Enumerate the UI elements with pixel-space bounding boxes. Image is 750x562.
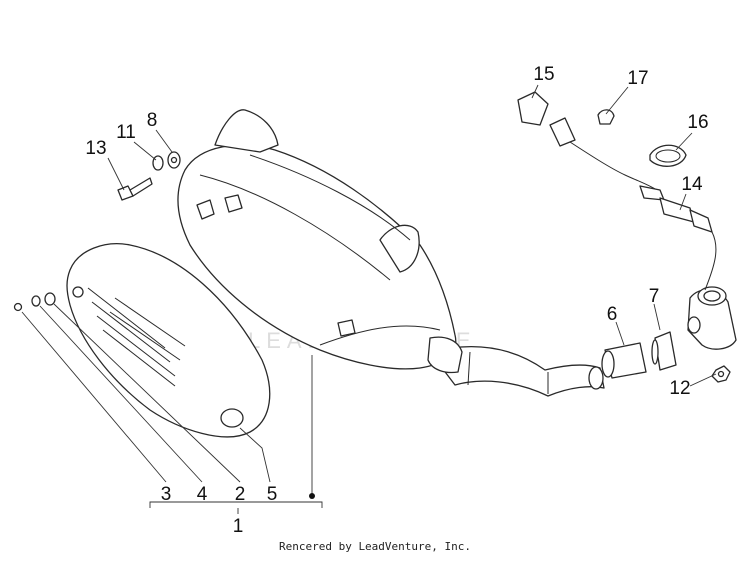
callout-11: 11: [116, 122, 136, 143]
callout-14: 14: [681, 174, 703, 195]
gaskets-and-clamps: [601, 286, 737, 379]
heat-shield: [66, 243, 271, 438]
callout-16: 16: [687, 112, 708, 133]
exhaust-pipe: [429, 346, 605, 397]
callout-2: 2: [235, 484, 246, 505]
leader-lines: [21, 84, 717, 514]
oxygen-sensor-assembly: [517, 91, 717, 291]
render-credit: Rencered by LeadVenture, Inc.: [278, 540, 472, 553]
callout-labels: 15 17 16 14 13 11 8 7 6 12 3 4 2 5 1: [85, 64, 708, 537]
callout-5: 5: [267, 484, 278, 505]
callout-4: 4: [197, 484, 208, 505]
callout-13: 13: [85, 138, 106, 159]
callout-17: 17: [627, 68, 648, 89]
callout-12: 12: [669, 378, 690, 399]
callout-7: 7: [649, 286, 660, 307]
muffler-body: [177, 109, 463, 374]
callout-15: 15: [533, 64, 554, 85]
callout-8: 8: [147, 110, 158, 131]
callout-3: 3: [161, 484, 172, 505]
small-hardware: [13, 151, 731, 383]
callout-6: 6: [607, 304, 618, 325]
callout-1: 1: [233, 516, 244, 537]
